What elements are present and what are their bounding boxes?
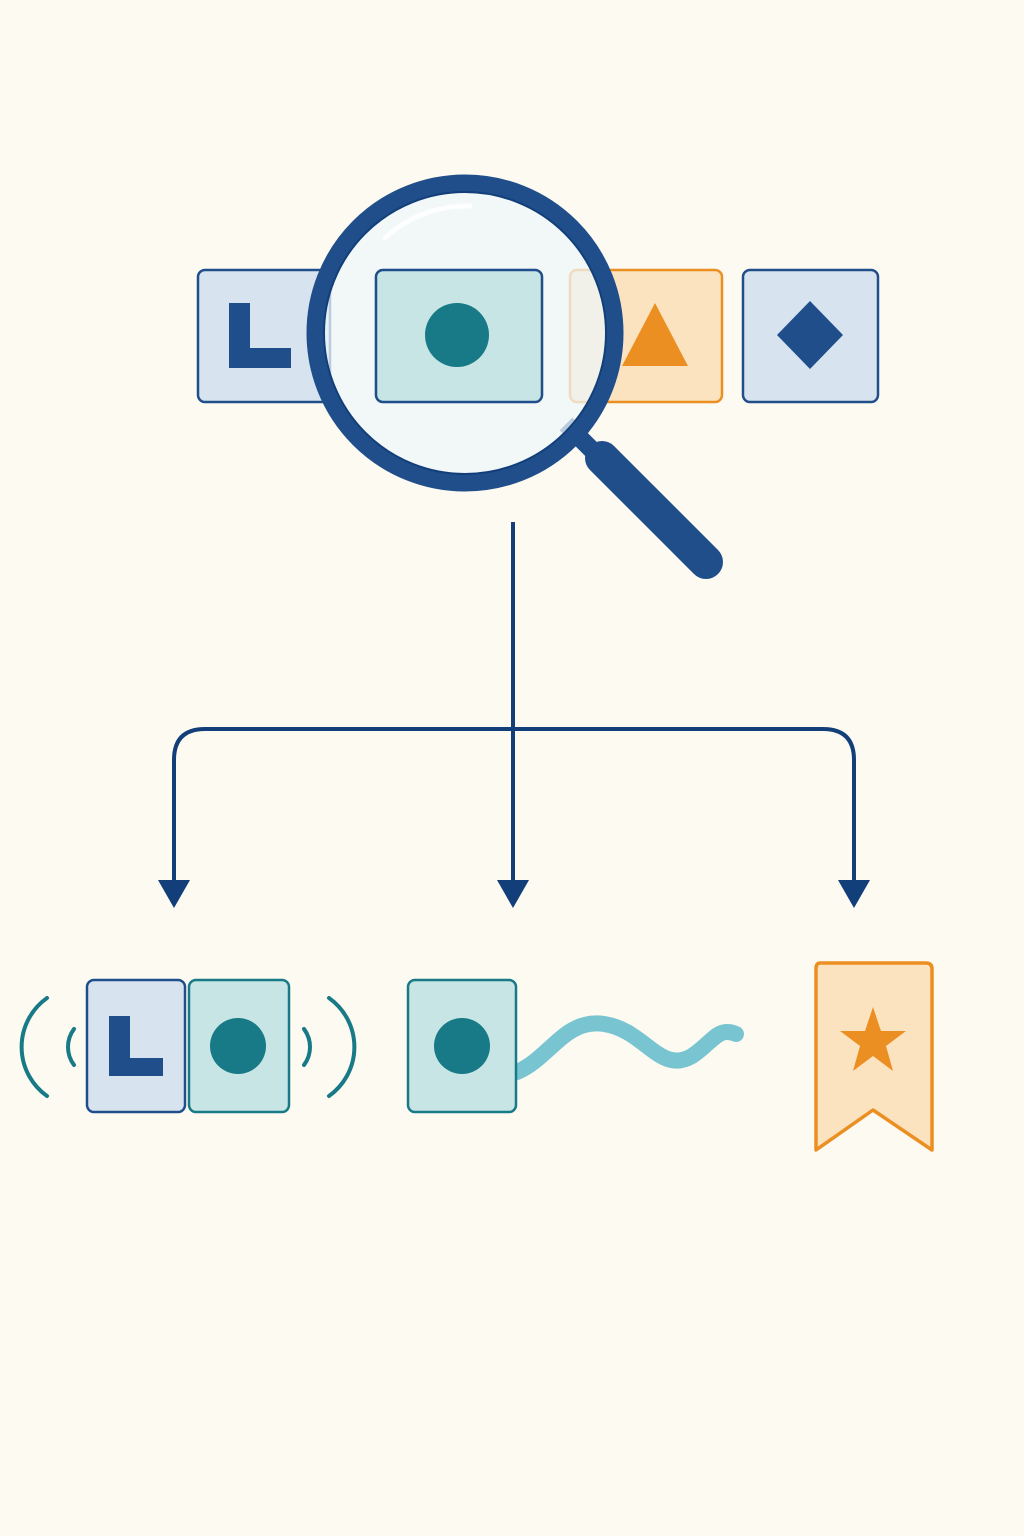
magnifier-lens-rim — [306, 174, 624, 492]
wave-trail-icon — [509, 1015, 744, 1080]
branch-connectors — [158, 522, 870, 908]
magnifier-glint — [382, 203, 473, 241]
branch-bar — [172, 727, 856, 888]
output-bookmark — [814, 961, 934, 1152]
star-icon — [840, 1007, 906, 1071]
arrow-down-icon — [158, 880, 190, 908]
l-shape-icon — [229, 303, 291, 368]
output-token-pair — [19, 978, 357, 1114]
magnifier-handle — [585, 441, 723, 579]
l-shape-icon — [109, 1016, 163, 1076]
circle-icon — [210, 1018, 266, 1074]
wave-arc-left-inner — [66, 1027, 76, 1067]
wave-arc-right-inner — [302, 1027, 312, 1067]
circle-icon — [434, 1018, 490, 1074]
wave-arc-right-outer — [327, 996, 357, 1098]
output-token-trail — [406, 978, 744, 1114]
arrow-down-icon — [497, 880, 529, 908]
arrow-down-icon — [838, 880, 870, 908]
focused-token — [374, 268, 544, 404]
magnifying-glass-icon — [306, 174, 723, 579]
token-diamond — [741, 268, 880, 404]
magnifier-lens-inner-ring — [323, 191, 607, 475]
wave-arc-left-outer — [19, 996, 49, 1098]
diamond-icon — [777, 301, 843, 369]
circle-icon — [425, 303, 489, 367]
token-box — [85, 978, 187, 1114]
sound-waves-icon — [19, 996, 357, 1098]
triangle-icon — [622, 303, 688, 366]
